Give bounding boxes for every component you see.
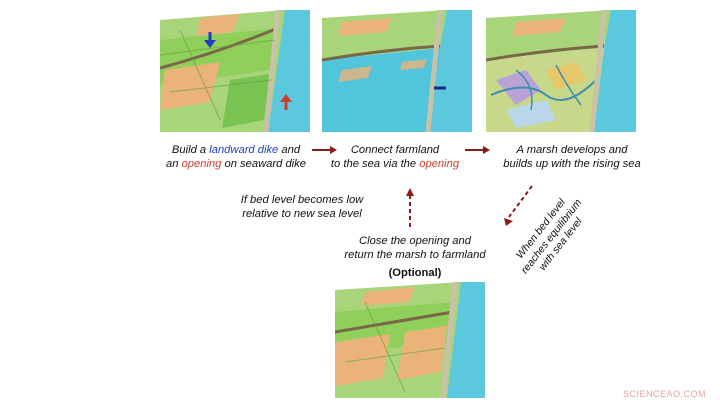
- panel-step3-illustration: [486, 10, 636, 132]
- panel-step1-illustration: [160, 10, 310, 132]
- caption-step3: A marsh develops and builds up with the …: [486, 143, 658, 171]
- caption-step4-optional: (Optional): [388, 267, 442, 279]
- caption-step2: Connect farmland to the sea via the open…: [320, 143, 470, 171]
- watermark: SCIENCEAO.COM: [622, 389, 706, 399]
- condition-low-line1: If bed level becomes low: [240, 194, 364, 206]
- caption-step3-line2: builds up with the rising sea: [503, 158, 641, 170]
- caption-step4: Close the opening and return the marsh t…: [330, 234, 500, 280]
- caption-condition-low: If bed level becomes low relative to new…: [222, 193, 382, 221]
- caption-step3-line1: A marsh develops and: [516, 144, 628, 156]
- panel-step2-illustration: [322, 10, 472, 132]
- arrow-step1-to-step2: [312, 146, 337, 154]
- highlight-opening-2: opening: [419, 158, 460, 170]
- arrow-step3-to-step4-dashed: [504, 185, 533, 226]
- caption-step1: Build a landward dike and an opening on …: [148, 143, 324, 171]
- caption-step2-line1: Connect farmland: [350, 144, 440, 156]
- highlight-landward-dike: landward dike: [209, 144, 279, 156]
- arrow-step2-to-step3: [465, 146, 490, 154]
- caption-step4-line1: Close the opening and: [359, 235, 471, 247]
- highlight-opening: opening: [181, 158, 222, 170]
- caption-step1-line2: an opening on seaward dike: [166, 158, 306, 170]
- caption-step1-line1: Build a landward dike and: [171, 144, 301, 156]
- caption-step2-line2: to the sea via the opening: [330, 158, 460, 170]
- condition-low-line2: relative to new sea level: [242, 208, 362, 220]
- arrow-step4-to-step2-dashed: [406, 188, 414, 227]
- caption-step4-line2: return the marsh to farmland: [344, 249, 486, 261]
- panel-step4-illustration: [335, 282, 485, 398]
